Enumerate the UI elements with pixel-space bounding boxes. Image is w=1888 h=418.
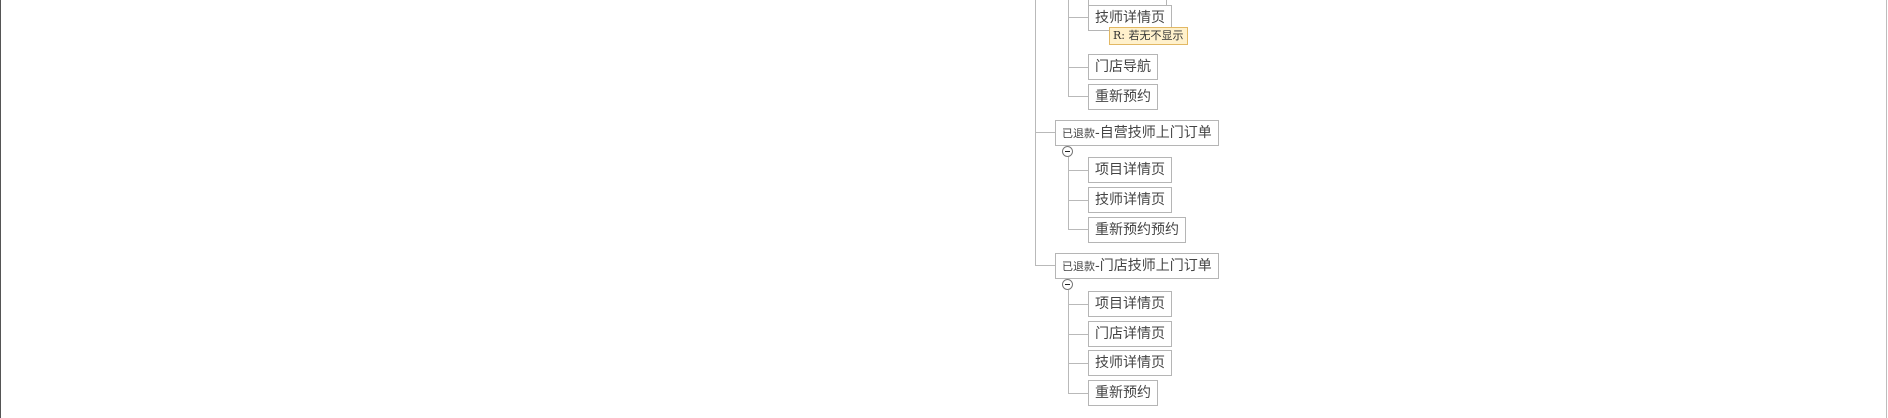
refunded-label-prefix: 已退款 xyxy=(1062,260,1095,273)
collapse-toggle-icon[interactable] xyxy=(1062,146,1073,157)
node-note-badge: R: 若无不显示 xyxy=(1109,27,1188,45)
group1-branch-line xyxy=(1068,0,1069,97)
group3-child-connector xyxy=(1068,393,1088,394)
refunded-label-prefix: 已退款 xyxy=(1062,127,1095,140)
collapse-toggle-icon[interactable] xyxy=(1062,279,1073,290)
group1-child-connector xyxy=(1068,67,1088,68)
tree-node-rebook[interactable]: 重新预约 xyxy=(1088,380,1158,406)
tree-node-refunded-store-order[interactable]: 已退款-门店技师上门订单 xyxy=(1055,253,1219,279)
tree-node-rebook[interactable]: 重新预约预约 xyxy=(1088,217,1186,243)
tree-node-project-detail[interactable]: 项目详情页 xyxy=(1088,291,1172,317)
group1-child-connector xyxy=(1068,17,1088,18)
order-type-label: -门店技师上门订单 xyxy=(1095,258,1212,274)
group1-child-connector xyxy=(1068,96,1088,97)
group2-child-connector xyxy=(1068,229,1088,230)
main-trunk-line xyxy=(1035,0,1036,266)
canvas-left-border xyxy=(0,0,1,418)
group3-child-connector xyxy=(1068,363,1088,364)
tree-node-technician-detail[interactable]: 技师详情页 xyxy=(1088,187,1172,213)
tree-node-refunded-self-operated-order[interactable]: 已退款-自营技师上门订单 xyxy=(1055,120,1219,146)
group3-child-connector xyxy=(1068,334,1088,335)
tree-node-rebook[interactable]: 重新预约 xyxy=(1088,84,1158,110)
tree-node-technician-detail[interactable]: 技师详情页 xyxy=(1088,350,1172,376)
connector-group3 xyxy=(1035,265,1055,266)
group2-child-connector xyxy=(1068,200,1088,201)
connector-group2 xyxy=(1035,132,1055,133)
group3-branch-line xyxy=(1068,290,1069,394)
order-type-label: -自营技师上门订单 xyxy=(1095,125,1212,141)
canvas-right-border xyxy=(1886,0,1887,418)
group2-branch-line xyxy=(1068,157,1069,230)
tree-node-store-navigation[interactable]: 门店导航 xyxy=(1088,54,1158,80)
group3-child-connector xyxy=(1068,304,1088,305)
tree-node-store-detail[interactable]: 门店详情页 xyxy=(1088,321,1172,347)
group2-child-connector xyxy=(1068,170,1088,171)
tree-node-project-detail[interactable]: 项目详情页 xyxy=(1088,157,1172,183)
